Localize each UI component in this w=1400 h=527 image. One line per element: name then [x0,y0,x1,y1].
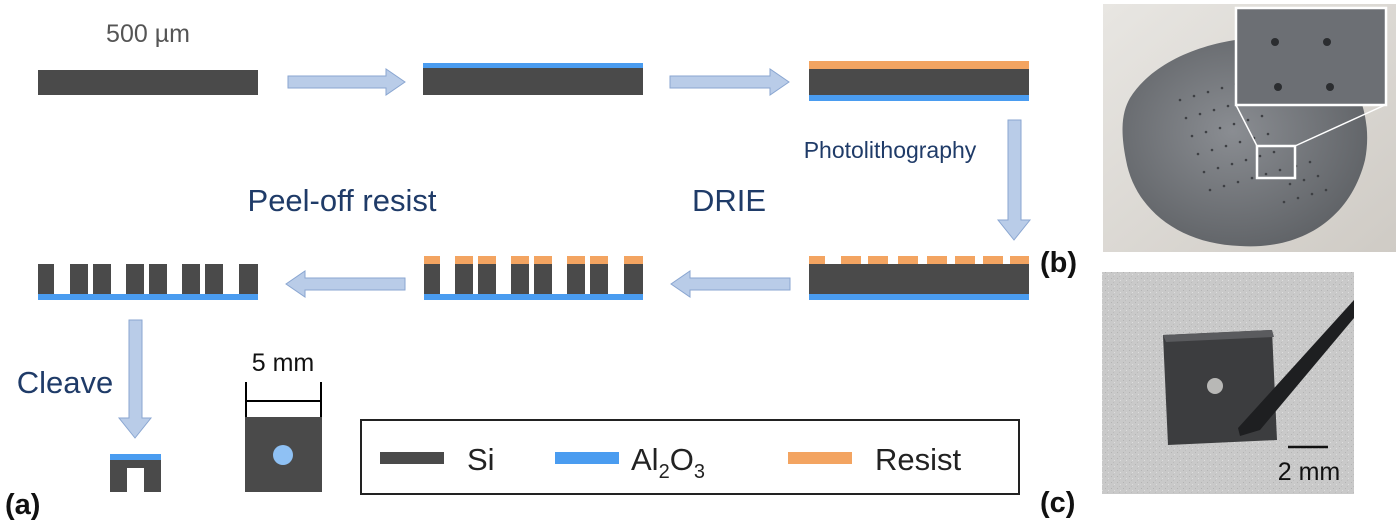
al2o3-layer [809,95,1029,101]
legend: Si Al2O3 Resist [360,419,1020,495]
si-leg-right [144,468,161,492]
panel-label-b: (b) [1040,247,1077,279]
zoom-inset [1234,6,1388,107]
inset-holes [1271,38,1334,91]
cleave-label: Cleave [17,365,114,400]
arrow-step-1 [287,68,406,96]
al2o3-layer [424,294,643,300]
step-patterned-resist [809,256,1029,300]
drie-label: DRIE [692,183,766,218]
arrow-drie [670,270,791,298]
si-layer [809,264,1029,294]
legend-label-si: Si [467,442,495,477]
chip-aperture [273,445,293,465]
arrow-peel-off [285,270,406,298]
al2o3-layer [423,63,643,68]
al2o3-sub-1: 2 [659,461,670,483]
si-layer [809,69,1029,95]
al2o3-mid: O [670,442,694,477]
legend-box [360,419,1020,495]
step-resist-coating [809,61,1029,101]
arrow-photolithography [996,119,1032,241]
si-leg-left [110,468,127,492]
al2o3-sub-2: 3 [694,461,705,483]
panel-label-a: (a) [5,489,40,521]
step-al2o3-deposition [423,63,643,95]
al2o3-layer [110,454,161,460]
thickness-label: 500 µm [106,20,190,48]
arrow-step-2 [669,68,790,96]
si-layer [110,460,161,468]
legend-label-al2o3: Al2O3 [631,442,705,483]
step-drie-etched [424,256,643,300]
dimension-line [245,382,322,417]
zoom-connectors [1235,104,1386,147]
arrow-cleave [117,319,153,439]
legend-label-resist: Resist [875,442,962,477]
legend-swatch-al2o3 [555,452,619,464]
peel-off-label: Peel-off resist [248,183,437,218]
legend-swatch-si [380,452,444,464]
chip-top-view [245,382,322,492]
al2o3-base: Al [631,442,659,477]
chip-aperture [1207,378,1223,394]
si-pillars [424,264,643,294]
scale-bar-label: 2 mm [1278,458,1341,486]
chip-size-label: 5 mm [252,349,315,377]
chip-photo [1102,272,1354,494]
si-layer [423,68,643,95]
resist-layer [809,61,1029,69]
wafer-photo [1103,4,1396,252]
resist-pattern [424,256,643,264]
step-bare-wafer [38,70,258,95]
step-resist-removed [38,264,258,300]
resist-pattern [809,256,1029,264]
al2o3-layer [38,294,258,300]
legend-swatch-resist [788,452,852,464]
cleaved-chip-cross-section [110,454,161,492]
si-pillars [38,264,258,294]
tweezers [1238,300,1354,436]
panel-label-c: (c) [1040,487,1075,519]
al2o3-layer [809,294,1029,300]
zoom-box [1255,144,1297,180]
chip-edge [1163,330,1274,342]
si-layer [38,70,258,95]
photolithography-label: Photolithography [804,137,977,163]
